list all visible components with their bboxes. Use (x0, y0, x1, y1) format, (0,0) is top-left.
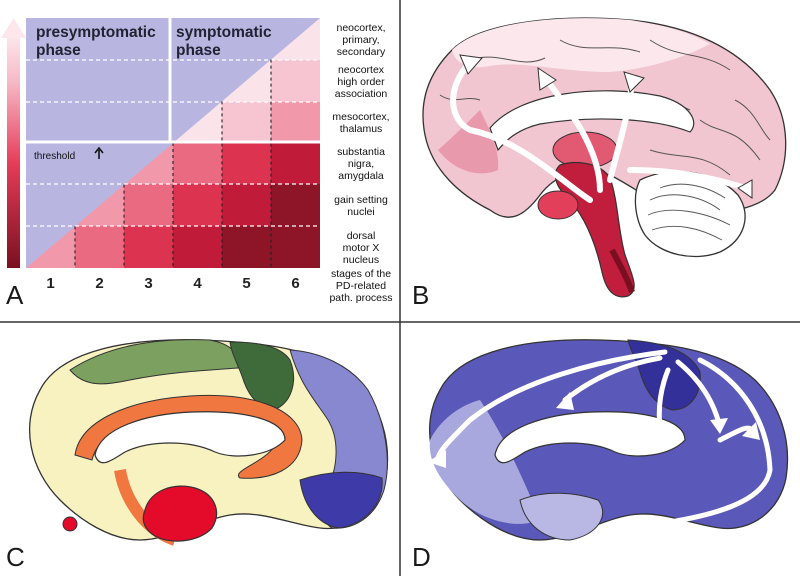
row-label-line: thalamus (340, 123, 383, 135)
row-label-line: high order (337, 76, 385, 88)
stage-number: 6 (291, 275, 299, 292)
threshold-label: threshold (34, 151, 75, 162)
row-labels: neocortex,primary,secondary neocortexhigh… (332, 22, 389, 266)
mesocortex-area (438, 110, 499, 174)
stage-caption-line1: stages of the (331, 268, 391, 280)
pale-temporal-area (519, 492, 604, 541)
medulla-dark (609, 248, 635, 293)
corpus-callosum-c (94, 411, 286, 464)
stage-cell (124, 226, 174, 268)
row-label-line: amygdala (338, 170, 384, 182)
row-label-line: primary, (342, 34, 379, 46)
stage-numbers: 1 2 3 4 5 6 (46, 275, 299, 292)
corpus-callosum (489, 90, 695, 152)
stage-number: 5 (242, 275, 250, 292)
panel-b-letter: B (412, 280, 429, 310)
stage-caption-line3: path. process (329, 292, 392, 304)
stage-cell (222, 184, 272, 227)
panel-b-brain-sagittal: B (412, 17, 787, 310)
stage-number: 2 (95, 275, 103, 292)
row-label-line: substantia (337, 146, 385, 158)
premotor-green-area (69, 339, 239, 385)
spread-arrowheads (459, 54, 753, 199)
amygdala-red (142, 485, 217, 542)
severity-arrow-head (1, 18, 26, 38)
row-label-line: motor X (343, 242, 380, 254)
motor-dark-green-area (229, 341, 294, 410)
row-label-line: gain setting (334, 194, 388, 206)
row-label-line: mesocortex, (332, 111, 389, 123)
corpus-callosum-d (494, 411, 686, 464)
row-label-line: secondary (337, 46, 386, 58)
olfactory-bulb-red (62, 516, 78, 532)
stage-cell (222, 102, 272, 143)
row-label-line: association (335, 88, 388, 100)
panel-d-letter: D (412, 542, 431, 572)
panel-a-stage-chart: presymptomatic phase symptomatic phase t… (1, 18, 393, 310)
cerebellum-folia (647, 183, 731, 241)
panel-c-letter: C (6, 542, 25, 572)
spread-arrowheads-d (428, 392, 760, 538)
stage-cell (173, 142, 223, 185)
stage-cell (124, 184, 174, 227)
phase-right-line2: phase (176, 42, 221, 59)
severity-gradient-bar (7, 36, 20, 268)
row-label-line: nigra, (348, 158, 374, 170)
row-label-line: neocortex (338, 64, 385, 76)
stage-cell (222, 226, 272, 268)
neocortex-primary-area (452, 18, 710, 72)
stage-cell (173, 226, 223, 268)
panel-a-letter: A (6, 280, 24, 310)
panel-c-brain-medial: C (6, 339, 389, 572)
stage-cell (271, 226, 320, 268)
stage-number: 4 (193, 275, 202, 292)
stage-cell (222, 142, 272, 185)
row-label-line: nucleus (343, 254, 379, 266)
amygdala (537, 190, 579, 220)
stage-caption-line2: PD-related (336, 280, 386, 292)
panel-d-brain-medial-spread: D (412, 339, 789, 572)
stage-cell (271, 184, 320, 227)
stage-cell (271, 102, 320, 143)
row-label-line: dorsal (347, 230, 376, 242)
stage-number: 3 (144, 275, 152, 292)
spread-arrows-d (435, 349, 773, 531)
primary-visual-area (299, 471, 383, 529)
threshold-arrow-icon (94, 146, 104, 159)
phase-right-line1: symptomatic (176, 24, 272, 41)
stage-cell (75, 226, 125, 268)
phase-left-line2: phase (36, 42, 81, 59)
stage-cell (173, 184, 223, 227)
stage-number: 1 (46, 275, 54, 292)
phase-left-line1: presymptomatic (36, 24, 156, 41)
row-label-line: nuclei (347, 206, 374, 218)
row-label-line: neocortex, (336, 22, 385, 34)
stage-cell (271, 142, 320, 185)
stage-cell (271, 60, 320, 103)
